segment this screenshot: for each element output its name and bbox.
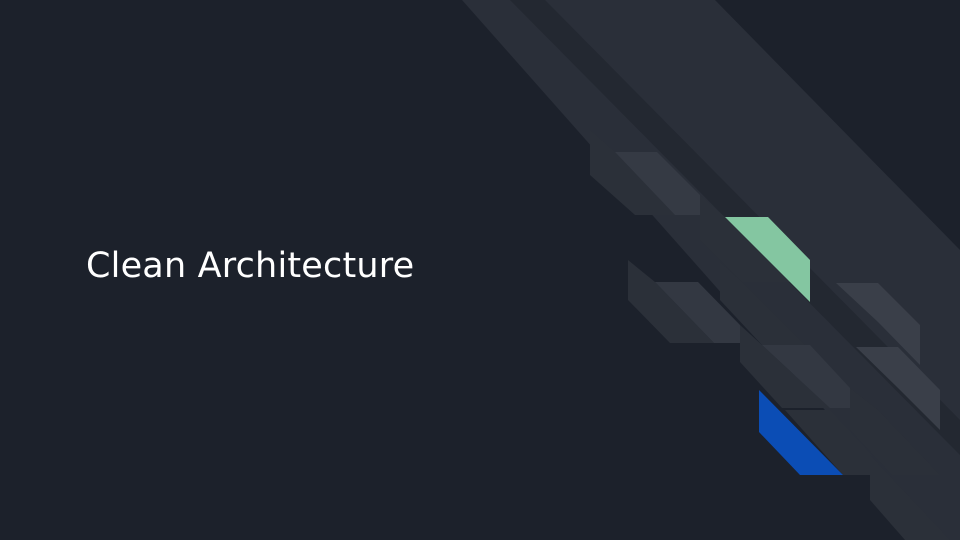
tile — [870, 455, 950, 540]
tile — [655, 282, 740, 343]
tile — [762, 345, 850, 408]
accent-tile-green — [725, 217, 810, 302]
tile — [740, 325, 830, 408]
accent-tile-blue — [759, 390, 843, 475]
tile — [720, 262, 805, 345]
tile — [590, 130, 675, 215]
tile — [856, 347, 940, 430]
tile — [850, 388, 940, 475]
tile — [836, 283, 920, 365]
tile — [628, 260, 714, 343]
slide-title: Clean Architecture — [86, 246, 415, 286]
tile — [700, 195, 790, 282]
tile — [785, 410, 872, 475]
tile — [615, 152, 700, 215]
